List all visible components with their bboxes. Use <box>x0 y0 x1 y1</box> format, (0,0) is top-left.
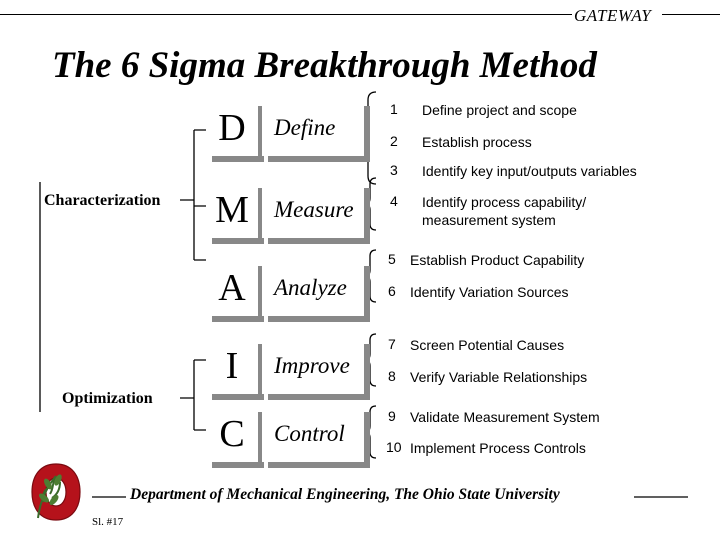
step-text: Define project and scope <box>422 102 577 118</box>
step-text: Establish process <box>422 134 532 150</box>
step-number: 4 <box>390 193 398 209</box>
gateway-label: GATEWAY <box>574 6 652 25</box>
step-number: 7 <box>388 336 396 352</box>
step-number: 9 <box>388 408 396 424</box>
step-number: 5 <box>388 251 396 267</box>
step-number: 8 <box>388 368 396 384</box>
step-text: Identify key input/outputs variables <box>422 163 637 179</box>
step-text: Implement Process Controls <box>410 440 586 456</box>
page-title: The 6 Sigma Breakthrough Method <box>52 45 597 86</box>
step-number: 2 <box>390 133 398 149</box>
header-rule-gap <box>572 4 662 26</box>
step-number: 10 <box>386 439 402 455</box>
step-number: 6 <box>388 283 396 299</box>
step-text: Screen Potential Causes <box>410 337 565 353</box>
step-text: Validate Measurement System <box>410 409 600 425</box>
step-text: Identify process capability/ measurement… <box>422 194 587 228</box>
step-text: Establish Product Capability <box>410 252 585 268</box>
phase-word-improve: Improve <box>262 338 364 394</box>
header-rule <box>0 14 720 15</box>
block-o-logo-icon <box>31 463 81 521</box>
step-number: 3 <box>390 162 398 178</box>
phase-letter-analyze: A <box>206 260 258 316</box>
phase-word-analyze: Analyze <box>262 260 364 316</box>
phase-word-measure: Measure <box>262 182 364 238</box>
phase-letter-define: D <box>206 100 258 156</box>
phase-letter-control: C <box>206 406 258 462</box>
phase-word-control: Control <box>262 406 364 462</box>
group-characterization: Characterization <box>42 192 163 210</box>
phase-letter-improve: I <box>206 338 258 394</box>
step-text: Identify Variation Sources <box>410 284 569 300</box>
group-optimization: Optimization <box>60 390 155 408</box>
slide-number: Sl. #17 <box>92 516 124 528</box>
footer-department: Department of Mechanical Engineering, Th… <box>130 486 560 503</box>
step-number: 1 <box>390 101 398 117</box>
step-text: Verify Variable Relationships <box>410 369 588 385</box>
phase-word-define: Define <box>262 100 364 156</box>
phase-letter-measure: M <box>206 182 258 238</box>
